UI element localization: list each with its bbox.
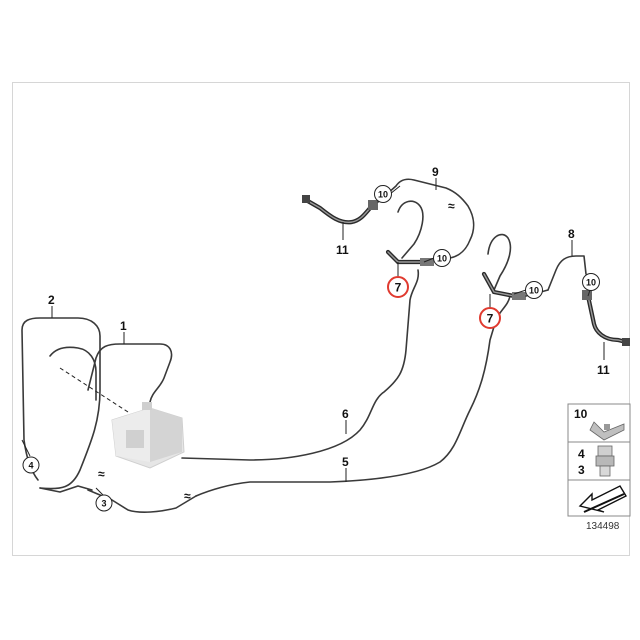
leader-c4 [21, 439, 31, 457]
callout-7-right: 7 [479, 307, 501, 329]
label-5: 5 [342, 455, 349, 469]
legend-label-4: 4 [578, 447, 585, 461]
callout-10-c: 10 [525, 281, 543, 299]
callout-4: 4 [22, 456, 40, 474]
callout-7-left: 7 [387, 276, 409, 298]
svg-text:3: 3 [101, 499, 106, 509]
brake-hose-11-right [582, 290, 630, 346]
label-1: 1 [120, 319, 127, 333]
brake-line-2-end [39, 485, 93, 493]
leader-c10c [513, 289, 527, 295]
dashed-link [59, 367, 129, 413]
legend-panel: 10 4 3 [567, 403, 631, 517]
leader-c10b [423, 257, 435, 263]
svg-text:7: 7 [395, 281, 402, 295]
break-mark-2: ≈ [184, 489, 191, 503]
brake-line-5 [195, 295, 511, 497]
clip-icon [589, 421, 625, 441]
brake-line-9 [377, 178, 475, 259]
fitting-icon [595, 445, 615, 477]
arrow-icon [578, 485, 627, 513]
label-9: 9 [432, 165, 439, 179]
label-11-left: 11 [336, 243, 349, 257]
legend-label-10: 10 [574, 407, 588, 421]
label-11-right: 11 [597, 363, 610, 377]
break-mark-1: ≈ [98, 467, 105, 481]
brake-line-2-inner [49, 346, 97, 401]
brake-line-6 [181, 269, 420, 461]
callout-3: 3 [95, 494, 113, 512]
brake-line-8 [547, 255, 587, 291]
callout-10-d: 10 [582, 273, 600, 291]
diagram-frame [12, 82, 630, 556]
brake-hose-7-right [481, 233, 526, 300]
callout-10-a: 10 [374, 185, 392, 203]
svg-text:10: 10 [437, 254, 447, 264]
break-mark-3: ≈ [448, 199, 455, 213]
svg-text:10: 10 [586, 278, 596, 288]
brake-line-3 [87, 489, 197, 513]
svg-text:10: 10 [529, 286, 539, 296]
callout-10-b: 10 [433, 249, 451, 267]
svg-text:7: 7 [487, 312, 494, 326]
abs-unit [111, 402, 185, 469]
label-8: 8 [568, 227, 575, 241]
brake-hose-11-left [302, 195, 378, 225]
legend-label-3: 3 [578, 463, 585, 477]
brake-line-2 [21, 317, 101, 490]
svg-text:4: 4 [28, 461, 33, 471]
svg-text:10: 10 [378, 190, 388, 200]
leader-c10d [587, 289, 591, 297]
brake-hose-7-left [385, 200, 434, 266]
reference-number: 134498 [586, 521, 620, 532]
brake-line-1 [87, 343, 173, 413]
label-2: 2 [48, 293, 55, 307]
label-6: 6 [342, 407, 349, 421]
